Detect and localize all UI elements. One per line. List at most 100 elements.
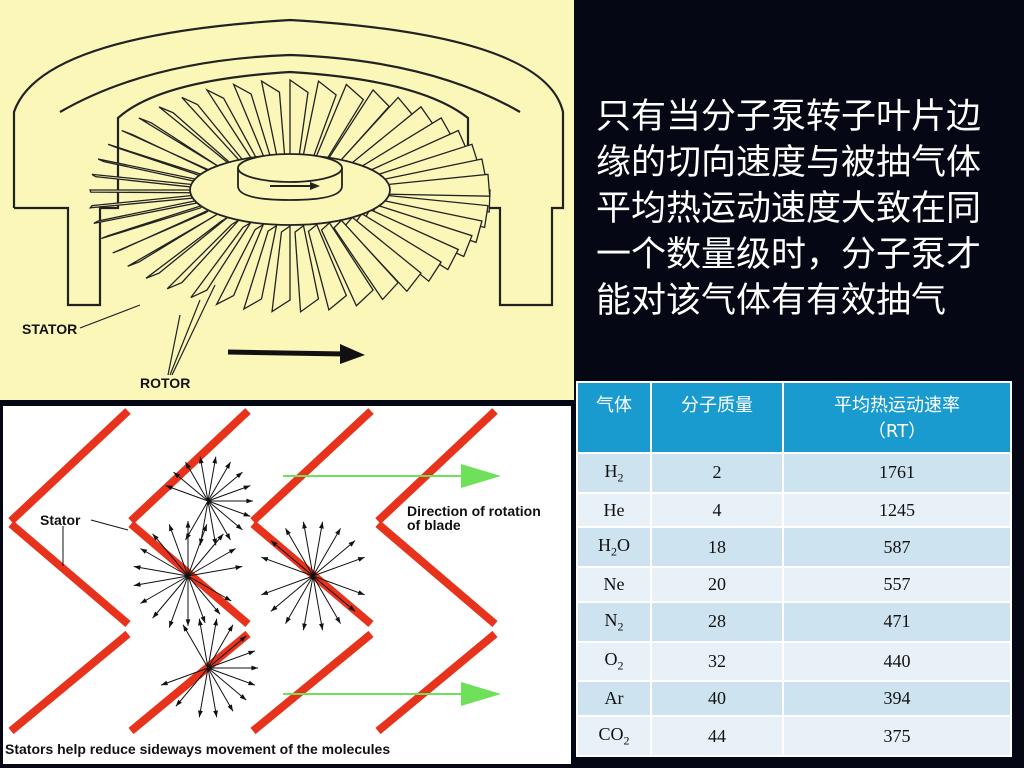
mass-cell: 32 (650, 640, 784, 683)
molecule-arrowhead (239, 635, 247, 642)
rotor-blade (355, 212, 443, 283)
molecule-arrow (187, 533, 224, 577)
molecule-arrow (133, 565, 189, 577)
gas-formula: He (603, 499, 625, 520)
molecule-arrowhead (239, 694, 247, 701)
gas-subscript: 2 (623, 733, 630, 748)
text-line: 只有当分子泵转子叶片边 (596, 97, 982, 137)
gas-subscript: 2 (617, 658, 624, 673)
molecule-arrowhead (270, 605, 278, 612)
molecule-arrow (207, 471, 243, 502)
blade-bar (250, 630, 374, 735)
molecule-arrowhead (183, 624, 189, 632)
molecule-arrow (207, 500, 231, 541)
gas-formula: CO (598, 723, 624, 744)
molecule-arrowhead (133, 565, 141, 570)
molecule-arrowhead (247, 650, 255, 656)
molecule-arrowhead (169, 620, 174, 628)
speed-cell: 375 (782, 715, 1012, 757)
gas-cell: CO2 (576, 715, 652, 757)
molecule-arrow (312, 540, 356, 577)
molecule-arrow (270, 540, 314, 577)
molecule-arrowhead (348, 540, 356, 547)
direction-label-line1: Direction of rotation (407, 503, 541, 519)
molecule-arrow (207, 624, 234, 669)
molecule-arrowhead (319, 623, 324, 631)
speed-cell: 471 (782, 600, 1012, 643)
molecule-arrow (198, 618, 209, 669)
molecule-arrowhead (302, 623, 307, 631)
molecule-arrowhead (224, 595, 232, 601)
blade-bars (8, 408, 498, 735)
molecule-arrowhead (243, 485, 251, 491)
text-line: 平均热运动速度大致在同 (596, 189, 982, 229)
speed-cell: 587 (782, 526, 1012, 569)
molecule-arrowhead (198, 618, 203, 626)
gas-formula: Ar (604, 688, 624, 709)
rotor-blades (88, 78, 491, 314)
explanation-text: 只有当分子泵转子叶片边 缘的切向速度与被抽气体 平均热运动速度大致在同 一个数量… (596, 94, 1006, 324)
molecule-arrow (312, 575, 324, 631)
molecule-arrowhead (261, 590, 269, 595)
gas-cell: O2 (576, 640, 652, 683)
molecule-arrow (207, 667, 256, 686)
molecule-arrowhead (285, 616, 291, 624)
molecule-arrow (187, 575, 221, 615)
molecule-arrow (285, 528, 314, 577)
speed-cell: 440 (782, 640, 1012, 683)
molecule-arrowhead (235, 523, 243, 530)
rotor-blade (333, 219, 400, 301)
rotor-blade (190, 222, 252, 299)
blade-bar (375, 408, 498, 524)
gas-subscript: 2 (611, 544, 617, 559)
rotor-hub (189, 153, 391, 226)
direction-arrows (283, 464, 501, 706)
molecule-arrowhead (214, 607, 221, 615)
molecule-arrowhead (140, 548, 148, 554)
header-mass: 分子质量 (650, 381, 784, 454)
rotor-blade (145, 216, 229, 279)
molecule-arrowhead (200, 615, 206, 623)
molecule-arrow (207, 500, 243, 531)
molecule-arrowhead (198, 710, 203, 718)
molecule-arrow (207, 618, 218, 669)
molecule-arrow (187, 565, 243, 577)
rotor-blade (127, 213, 219, 267)
gas-formula-tail: O (617, 535, 630, 556)
molecule-arrowhead (246, 498, 253, 504)
rotor-blade (320, 221, 374, 307)
gas-formula: Ne (603, 574, 625, 595)
molecule-arrow (270, 575, 314, 612)
molecule-arrow (207, 667, 218, 718)
molecule-arrowhead (227, 624, 233, 632)
text-line: 缘的切向速度与被抽气体 (596, 143, 982, 183)
molecule-arrow (185, 500, 209, 541)
gas-cell: N2 (576, 600, 652, 643)
molecule-arrowhead (243, 511, 251, 517)
header-speed: 平均热运动速率 （RT） (782, 381, 1012, 454)
molecule-arrow (207, 456, 217, 502)
pump-drawing: STATOR ROTOR (12, 18, 565, 391)
molecule-arrowhead (302, 521, 307, 529)
molecule-arrow (207, 635, 247, 669)
table-header-row: 气体 分子质量 平均热运动速率 （RT） (576, 381, 1012, 454)
molecule-arrow (207, 485, 251, 502)
blade-bar (8, 630, 131, 735)
rotor-blade (166, 219, 240, 290)
mass-cell: 20 (650, 566, 784, 603)
molecule-arrowhead (213, 710, 218, 718)
molecule-arrow (182, 624, 209, 669)
molecule-arrow (207, 667, 247, 701)
molecule-arrow (152, 575, 189, 619)
molecule-arrow (140, 548, 189, 577)
gas-subscript: 2 (617, 470, 624, 485)
molecule-arrowhead (212, 456, 218, 464)
molecule-arrow (302, 575, 314, 631)
molecule-arrow (302, 521, 314, 577)
molecule-arrow (173, 471, 209, 502)
blade-bar (8, 520, 131, 628)
stator-label: STATOR (22, 321, 77, 337)
